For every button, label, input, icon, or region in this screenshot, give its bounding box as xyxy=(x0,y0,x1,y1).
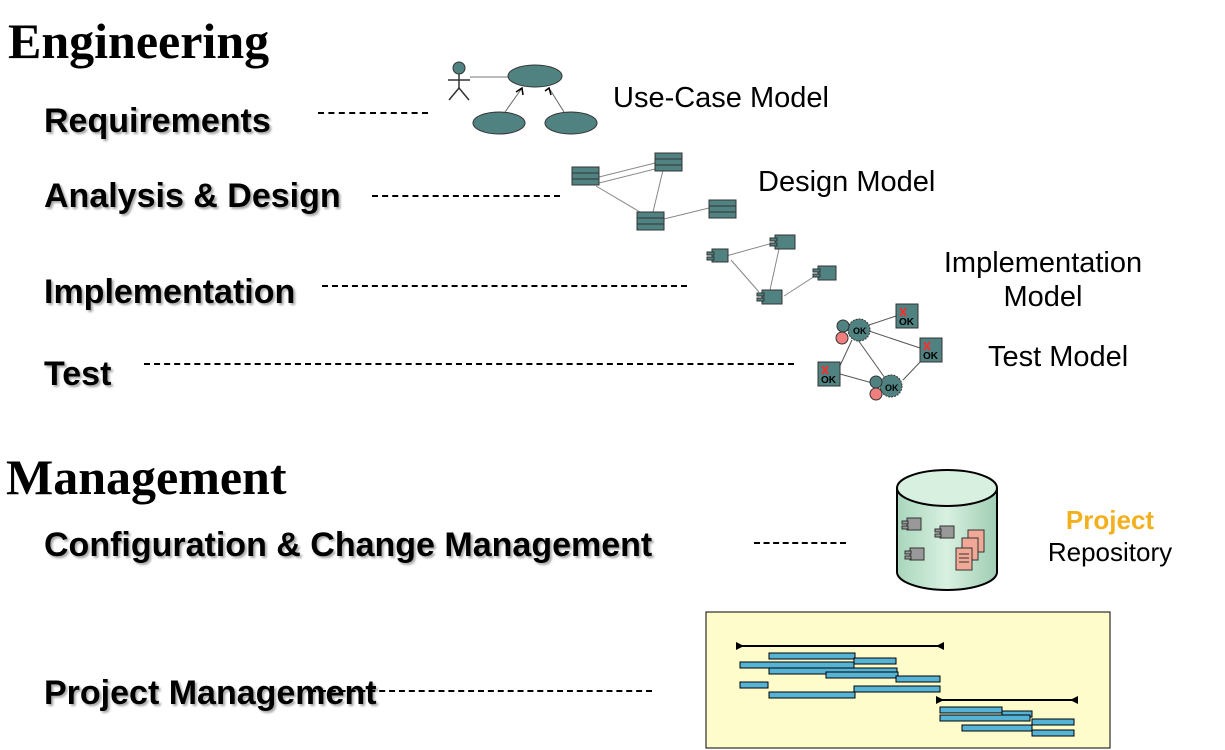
section-heading-management: Management xyxy=(6,449,287,505)
repository-icon xyxy=(896,469,998,591)
discipline-implementation: Implementation xyxy=(44,273,296,311)
implementation-model-icon xyxy=(706,234,837,305)
gantt-chart-icon xyxy=(705,611,1111,749)
label-repository: Repository xyxy=(1047,537,1173,567)
connector-analysis-design xyxy=(372,195,560,197)
label-repository-project: Project xyxy=(1065,505,1155,535)
connector-project-management xyxy=(310,690,652,692)
label-design-model: Design Model xyxy=(758,166,936,198)
section-heading-engineering: Engineering xyxy=(8,13,270,69)
connector-test xyxy=(144,363,794,365)
svg-text:OK: OK xyxy=(821,375,837,386)
label-test-model: Test Model xyxy=(988,341,1129,373)
discipline-config-change-management: Configuration & Change Management xyxy=(44,526,653,564)
use-case-model-icon xyxy=(448,61,598,135)
label-use-case-model: Use-Case Model xyxy=(613,82,829,114)
test-ok-icon: OK xyxy=(895,303,919,329)
test-model-icon: OK OK OK OK OK xyxy=(817,303,943,401)
discipline-project-management: Project Management xyxy=(44,674,377,712)
discipline-requirements: Requirements xyxy=(44,102,271,140)
design-model-icon xyxy=(571,152,737,231)
label-implementation-model-line1: Implementation xyxy=(943,247,1143,279)
connector-implementation xyxy=(322,285,687,287)
discipline-test: Test xyxy=(44,355,112,393)
label-implementation-model-line2: Model xyxy=(1003,281,1083,313)
svg-text:OK: OK xyxy=(853,326,867,336)
test-ok-icon: OK xyxy=(817,361,841,387)
connector-requirements xyxy=(318,112,428,114)
test-ok-icon: OK xyxy=(919,337,943,363)
connector-config-change xyxy=(754,542,846,544)
discipline-analysis-design: Analysis & Design xyxy=(44,177,341,215)
svg-text:OK: OK xyxy=(899,317,915,328)
svg-text:OK: OK xyxy=(923,351,939,362)
svg-text:OK: OK xyxy=(885,383,899,393)
